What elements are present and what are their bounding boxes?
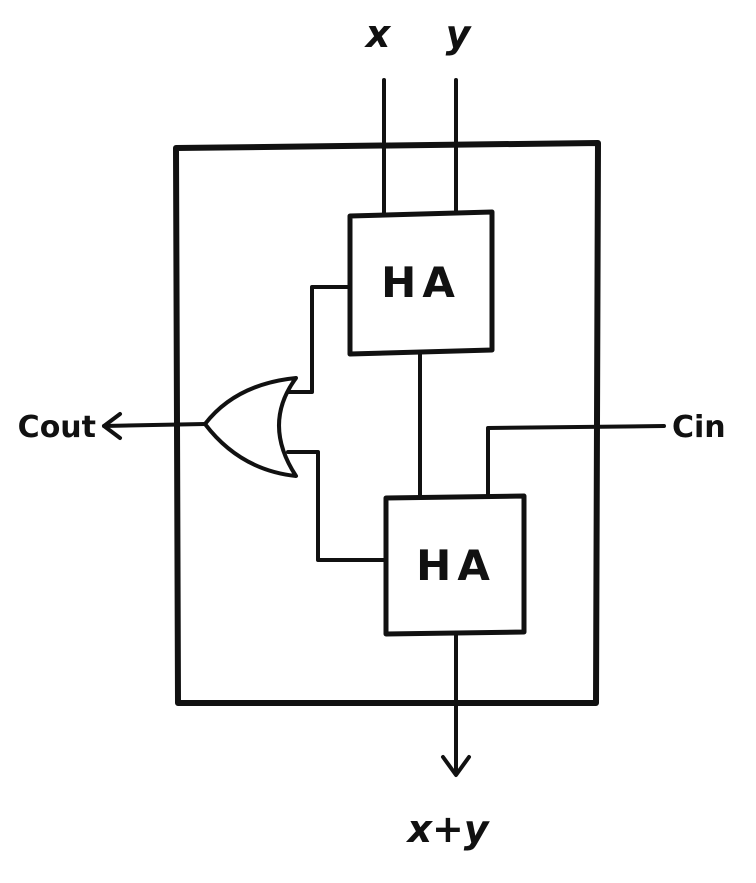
label-cout: Cout — [18, 410, 96, 445]
label-x: x — [364, 12, 392, 56]
half-adder-1 — [347, 209, 495, 357]
or-gate — [203, 376, 298, 478]
cout-arrowhead — [102, 412, 122, 440]
wire-cout — [102, 422, 207, 428]
wire-ha2-carry-to-or — [286, 450, 388, 562]
sum-arrowhead — [441, 755, 471, 777]
wire-ha1-carry-to-or — [286, 285, 352, 394]
label-cin: Cin — [672, 410, 726, 445]
wire-cin — [486, 424, 666, 499]
half-adder-1-label: HA — [381, 258, 461, 307]
label-sum: x+y — [405, 807, 490, 851]
half-adder-2 — [383, 493, 527, 637]
label-y: y — [446, 12, 473, 56]
half-adder-2-label: HA — [416, 541, 496, 590]
